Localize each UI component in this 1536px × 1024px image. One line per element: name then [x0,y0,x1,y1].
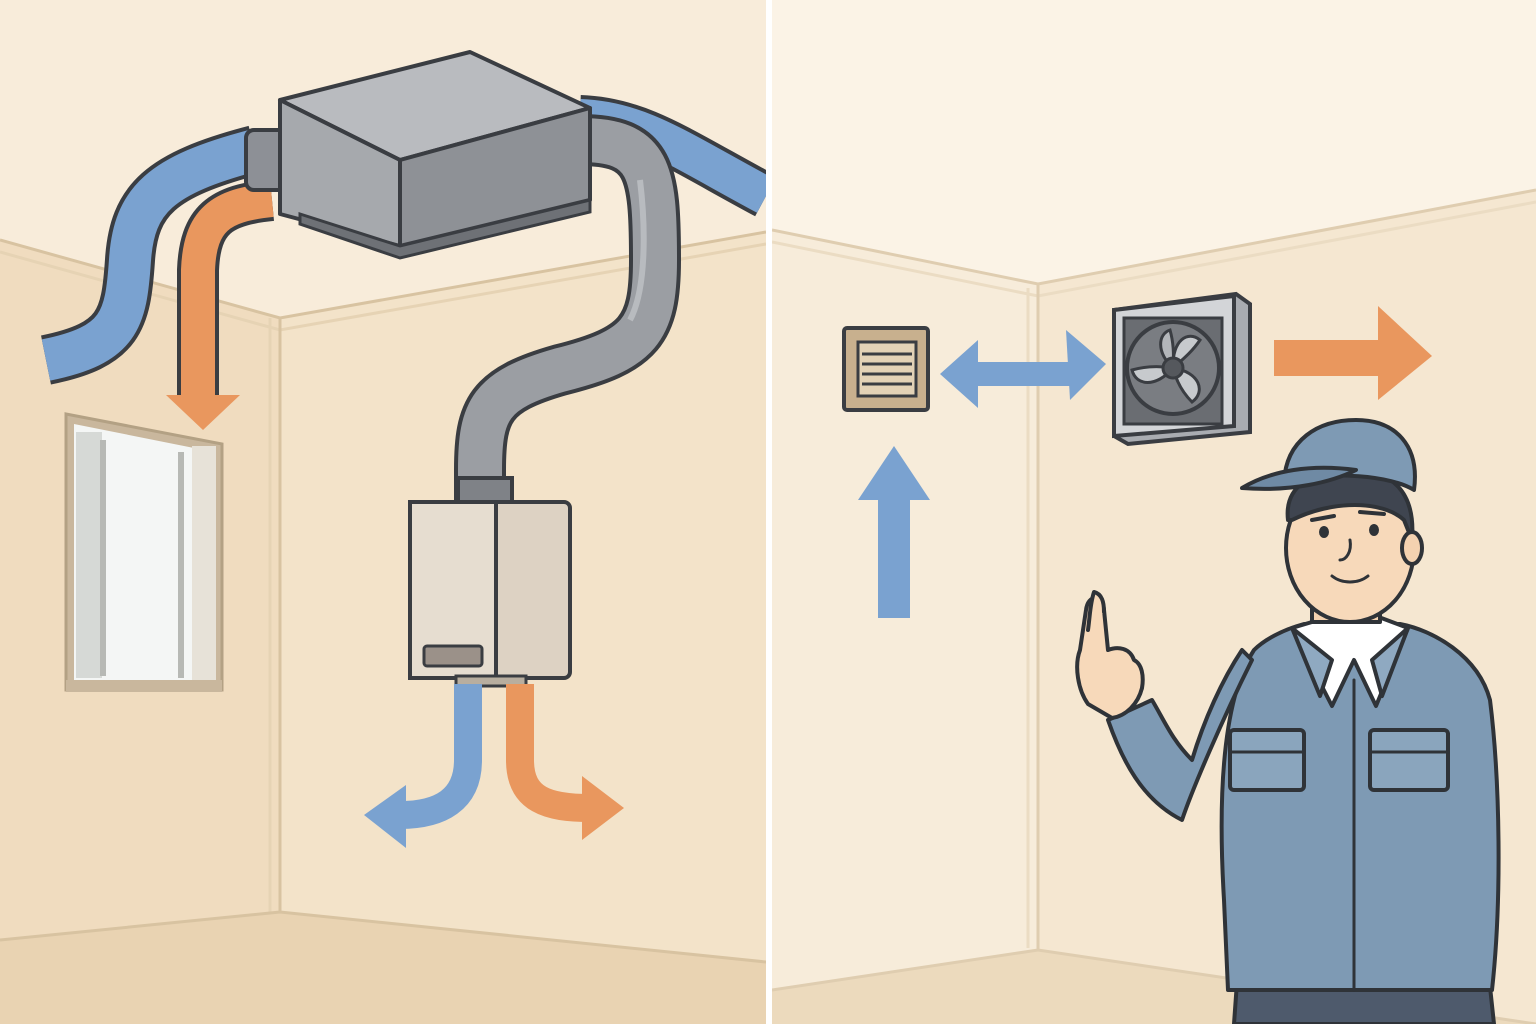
wall-fan-icon [1112,291,1252,447]
warm-air-arrow-down [166,395,240,430]
air-exchange-double-arrow [940,330,1106,408]
air-intake-arrow-up [858,446,930,618]
air-grille-icon [842,326,930,412]
cool-air-outflow-arrow [399,684,482,829]
exhaust-arrow-right [1274,306,1432,400]
window-icon [64,412,224,692]
left-panel-scene [0,0,766,1024]
left-panel-ducted-system [0,0,766,1024]
right-panel-scene [772,0,1536,1024]
panel-divider [766,0,772,1024]
ceiling [772,0,1536,284]
technician-figure [1075,418,1501,1024]
heat-exchanger-unit-icon [408,476,572,688]
warm-air-outflow-arrow [506,684,591,822]
ventilation-unit-icon [278,50,592,260]
floor [0,912,766,1024]
right-panel-wall-fan-system [772,0,1536,1024]
